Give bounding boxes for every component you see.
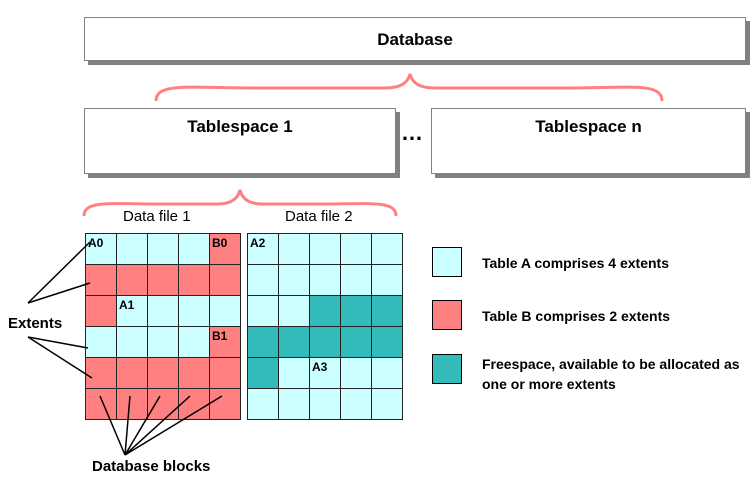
block-cell bbox=[279, 265, 309, 295]
block-cell bbox=[179, 327, 209, 357]
extent-tag: A1 bbox=[119, 298, 135, 312]
block-cell: A1 bbox=[117, 296, 147, 326]
extent-tag: A3 bbox=[312, 360, 328, 374]
extent-pointer-b1 bbox=[27, 336, 93, 379]
database-brace bbox=[154, 73, 664, 102]
block-cell bbox=[310, 234, 340, 264]
block-cell bbox=[341, 296, 371, 326]
block-cell bbox=[117, 327, 147, 357]
block-cell bbox=[148, 358, 178, 388]
block-pointer-4 bbox=[124, 395, 191, 456]
block-cell bbox=[310, 296, 340, 326]
extent-pointers bbox=[27, 241, 93, 379]
block-cell bbox=[86, 265, 116, 295]
block-cell bbox=[210, 296, 240, 326]
block-cell bbox=[279, 389, 309, 419]
block-cell bbox=[341, 234, 371, 264]
block-cell bbox=[179, 265, 209, 295]
extent-pointer-a1 bbox=[27, 336, 89, 349]
block-cell bbox=[279, 296, 309, 326]
block-cell bbox=[148, 234, 178, 264]
block-pointer-5 bbox=[124, 395, 223, 456]
block-cell bbox=[86, 389, 116, 419]
database-title: Database bbox=[377, 30, 453, 49]
database-blocks-label: Database blocks bbox=[92, 458, 211, 475]
extent-tag: A0 bbox=[88, 236, 104, 250]
block-cell bbox=[341, 265, 371, 295]
block-cell bbox=[86, 327, 116, 357]
legend-text-freespace: Freespace, available to be allocated as … bbox=[482, 356, 740, 392]
block-cell bbox=[179, 389, 209, 419]
extents-label: Extents bbox=[8, 315, 63, 332]
block-cell bbox=[372, 358, 402, 388]
block-cell bbox=[341, 358, 371, 388]
block-cell bbox=[179, 234, 209, 264]
block-cell bbox=[341, 327, 371, 357]
block-pointer-2 bbox=[124, 395, 131, 456]
tablespace-1-title: Tablespace 1 bbox=[187, 117, 293, 136]
block-cell bbox=[248, 296, 278, 326]
block-cell bbox=[117, 358, 147, 388]
extent-pointer-a0 bbox=[27, 241, 91, 304]
block-cell bbox=[248, 327, 278, 357]
block-cell bbox=[179, 358, 209, 388]
extent-tag: B0 bbox=[212, 236, 228, 250]
block-cell bbox=[148, 327, 178, 357]
block-cell: B0 bbox=[210, 234, 240, 264]
block-cell bbox=[210, 358, 240, 388]
tablespace-n-box: Tablespace n bbox=[431, 108, 746, 174]
legend-swatch-freespace bbox=[432, 354, 462, 384]
block-cell bbox=[279, 358, 309, 388]
block-cell bbox=[117, 234, 147, 264]
legend-text-table-a: Table A comprises 4 extents bbox=[482, 255, 669, 271]
block-cell bbox=[248, 358, 278, 388]
block-cell: B1 bbox=[210, 327, 240, 357]
legend-swatch-table-b bbox=[432, 300, 462, 330]
database-box: Database bbox=[84, 17, 746, 61]
legend-swatch-table-a bbox=[432, 247, 462, 277]
block-cell bbox=[310, 389, 340, 419]
block-cell bbox=[248, 389, 278, 419]
block-cell bbox=[210, 265, 240, 295]
extent-pointer-b bbox=[27, 282, 91, 304]
block-cell bbox=[86, 358, 116, 388]
data-file-2-label: Data file 2 bbox=[285, 208, 353, 225]
block-cell bbox=[310, 265, 340, 295]
block-cell: A3 bbox=[310, 358, 340, 388]
block-cell bbox=[310, 327, 340, 357]
block-cell bbox=[341, 389, 371, 419]
block-cell bbox=[372, 265, 402, 295]
tablespace-1-box: Tablespace 1 bbox=[84, 108, 396, 174]
block-cell bbox=[86, 296, 116, 326]
tablespace-ellipsis: … bbox=[401, 120, 423, 145]
tablespace-n-title: Tablespace n bbox=[535, 117, 642, 136]
block-pointer-1 bbox=[99, 395, 126, 456]
block-pointers bbox=[99, 395, 223, 456]
block-cell: A2 bbox=[248, 234, 278, 264]
block-cell bbox=[148, 389, 178, 419]
extent-tag: B1 bbox=[212, 329, 228, 343]
block-cell bbox=[372, 234, 402, 264]
block-cell bbox=[179, 296, 209, 326]
block-cell bbox=[148, 265, 178, 295]
block-cell bbox=[372, 296, 402, 326]
block-pointer-3 bbox=[124, 395, 161, 456]
block-cell bbox=[210, 389, 240, 419]
block-cell: A0 bbox=[86, 234, 116, 264]
block-cell bbox=[148, 296, 178, 326]
block-cell bbox=[117, 389, 147, 419]
block-cell bbox=[372, 327, 402, 357]
extent-tag: A2 bbox=[250, 236, 266, 250]
legend-text-table-b: Table B comprises 2 extents bbox=[482, 308, 671, 324]
block-cell bbox=[279, 234, 309, 264]
tablespace-brace bbox=[82, 189, 398, 217]
data-file-1-label: Data file 1 bbox=[123, 208, 191, 225]
block-cell bbox=[372, 389, 402, 419]
block-cell bbox=[279, 327, 309, 357]
block-cell bbox=[117, 265, 147, 295]
block-cell bbox=[248, 265, 278, 295]
